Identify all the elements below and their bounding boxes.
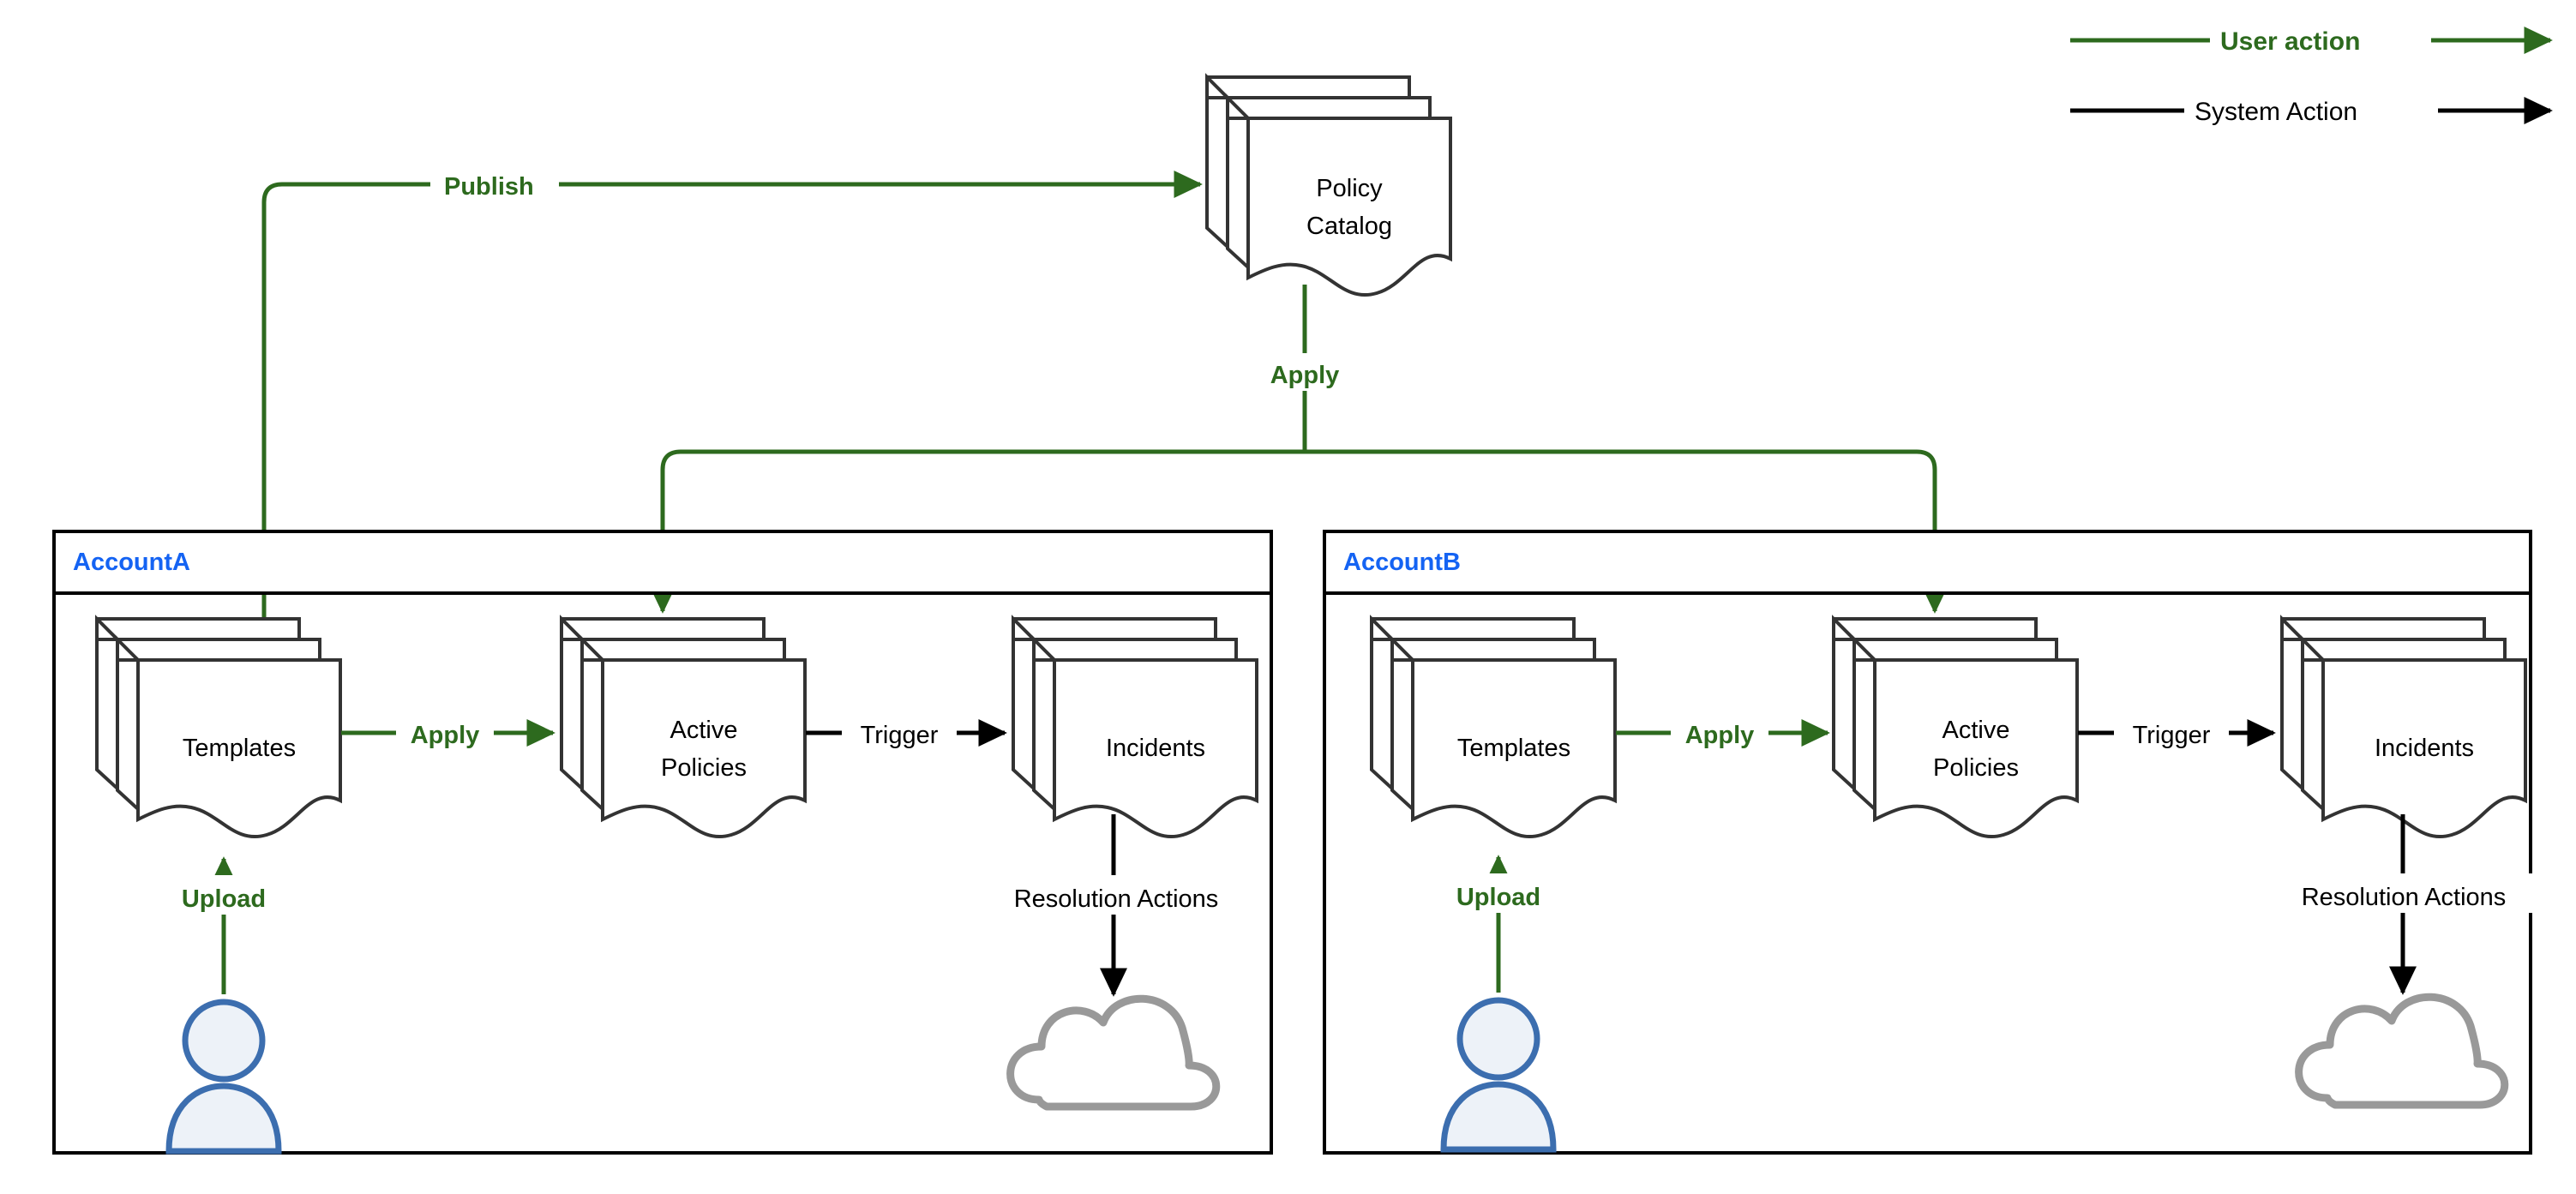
edge-publish: Publish bbox=[261, 165, 1203, 619]
templates-label-accounta: Templates bbox=[183, 735, 296, 762]
policy-catalog-label-line2: Catalog bbox=[1306, 213, 1392, 240]
policy-catalog-node: Policy Catalog bbox=[1205, 75, 1452, 297]
edge-label-apply-catalog: Apply bbox=[1270, 362, 1340, 389]
cloud-node-accountb bbox=[2295, 993, 2509, 1109]
container-accountb[interactable]: AccountB bbox=[1323, 530, 2532, 1155]
legend-label-user-action: User action bbox=[2220, 27, 2360, 56]
templates-node-accounta: Templates bbox=[95, 617, 342, 839]
edge-label-resolution-accountb: Resolution Actions bbox=[2302, 884, 2507, 911]
incidents-node-accountb: Incidents bbox=[2280, 617, 2527, 839]
active-policies-node-accounta: Active Policies bbox=[560, 617, 807, 839]
user-actor-accounta bbox=[165, 999, 282, 1155]
legend-label-system-action: System Action bbox=[2195, 98, 2357, 126]
incidents-label-accountb: Incidents bbox=[2375, 735, 2474, 762]
edge-label-upload-accountb: Upload bbox=[1456, 884, 1540, 911]
edge-trigger-accounta: Trigger bbox=[806, 713, 1007, 751]
edge-label-apply-accounta: Apply bbox=[411, 722, 480, 749]
user-actor-accountb bbox=[1440, 997, 1557, 1153]
edge-apply-accounta: Apply bbox=[341, 713, 555, 751]
edge-label-resolution-accounta: Resolution Actions bbox=[1014, 885, 1219, 913]
active-policies-label1-accounta: Active bbox=[670, 717, 738, 744]
active-policies-label2-accountb: Policies bbox=[1933, 754, 2019, 782]
active-policies-label2-accounta: Policies bbox=[661, 754, 747, 782]
edge-resolution-actions-accountb: Resolution Actions bbox=[2272, 814, 2536, 995]
legend: User action System Action bbox=[2070, 26, 2553, 126]
active-policies-label1-accountb: Active bbox=[1943, 717, 2010, 744]
incidents-node-accounta: Incidents bbox=[1012, 617, 1258, 839]
edge-trigger-accountb: Trigger bbox=[2078, 713, 2276, 751]
legend-item-user-action: User action bbox=[2070, 26, 2553, 56]
edge-label-trigger-accountb: Trigger bbox=[2133, 722, 2211, 749]
edge-label-upload-accounta: Upload bbox=[182, 885, 266, 913]
edge-apply-accountb: Apply bbox=[1616, 713, 1830, 751]
edge-label-trigger-accounta: Trigger bbox=[861, 722, 939, 749]
container-accountb-title: AccountB bbox=[1343, 549, 1461, 576]
active-policies-node-accountb: Active Policies bbox=[1832, 617, 2079, 839]
edge-label-apply-accountb: Apply bbox=[1685, 722, 1755, 749]
container-accountb-titlebar bbox=[1323, 530, 2532, 595]
container-accounta-title: AccountA bbox=[73, 549, 190, 576]
container-accounta[interactable]: AccountA bbox=[52, 530, 1273, 1155]
cloud-node-accounta bbox=[1006, 994, 1221, 1111]
incidents-label-accounta: Incidents bbox=[1106, 735, 1205, 762]
container-accounta-titlebar bbox=[52, 530, 1273, 595]
edge-upload-accountb: Upload bbox=[1433, 855, 1564, 993]
edge-resolution-actions-accounta: Resolution Actions bbox=[984, 814, 1248, 997]
edge-upload-accounta: Upload bbox=[159, 856, 289, 994]
policy-catalog-label-line1: Policy bbox=[1316, 175, 1383, 202]
legend-item-system-action: System Action bbox=[2070, 96, 2553, 126]
templates-label-accountb: Templates bbox=[1457, 735, 1570, 762]
edge-label-publish: Publish bbox=[444, 173, 534, 201]
edge-apply-from-catalog: Apply bbox=[648, 285, 1949, 614]
templates-node-accountb: Templates bbox=[1370, 617, 1617, 839]
